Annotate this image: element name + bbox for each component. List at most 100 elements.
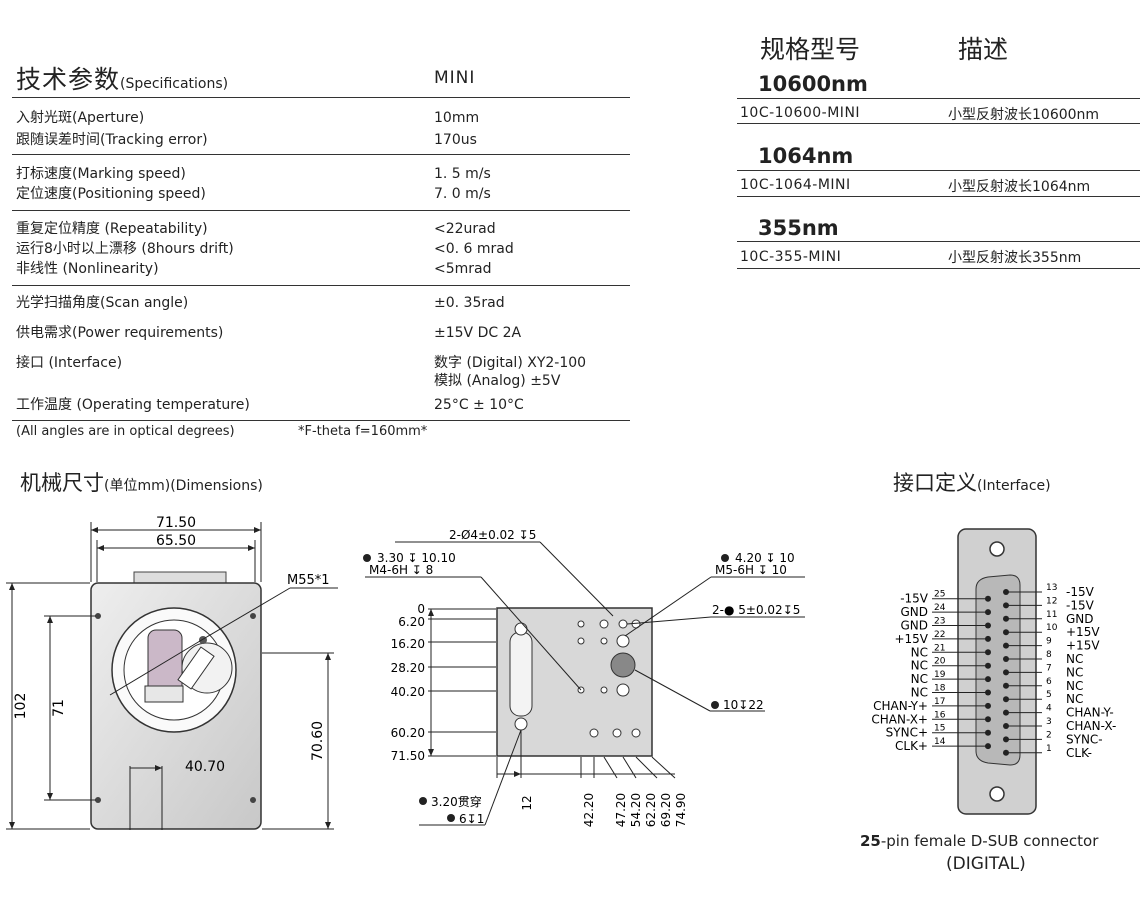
pin-4 — [1003, 709, 1009, 716]
x-tick: 42.20 — [582, 793, 596, 827]
x-tick: 74.90 — [674, 793, 688, 827]
callout-bore: 10↧22 — [723, 698, 764, 712]
pin-number: 20 — [934, 657, 946, 667]
divider — [737, 123, 1140, 124]
divider — [12, 210, 630, 211]
callout-drill-a: 3.30 ↧ 10.10 — [377, 551, 456, 565]
screw-holes — [95, 613, 256, 803]
divider — [12, 97, 630, 98]
drill-symbol-icon — [711, 701, 719, 709]
pin-14 — [985, 743, 991, 750]
model-header: 规格型号 — [760, 35, 861, 64]
drill-symbol-icon — [363, 554, 371, 562]
spec-value: 7. 0 m/s — [434, 186, 491, 202]
dim-center-height: 70.60 — [310, 721, 326, 761]
pin-number: 9 — [1046, 637, 1052, 647]
wavelength-1064: 1064nm — [758, 144, 854, 168]
pin-number: 18 — [934, 684, 946, 694]
mirror-base — [144, 685, 184, 703]
pin-11 — [1003, 615, 1009, 622]
dimensions-title: 机械尺寸(单位mm)(Dimensions) — [20, 467, 263, 497]
pin-number: 25 — [934, 590, 945, 600]
callout-text: 2-Ø4±0.02 — [449, 528, 515, 542]
pin-number: 2 — [1046, 730, 1052, 740]
spec-value: 数字 (Digital) XY2-100 — [434, 355, 587, 371]
spec-value: 1. 5 m/s — [434, 166, 491, 182]
pin-3 — [1003, 723, 1009, 729]
description-header: 描述 — [958, 35, 1009, 64]
pin-number: 1 — [1046, 744, 1052, 754]
model-description: 小型反射波长10600nm — [948, 107, 1100, 123]
spec-label: 运行8小时以上漂移 (8hours drift) — [16, 241, 234, 257]
pin-number: 15 — [934, 724, 945, 734]
pin-number: 17 — [934, 697, 945, 707]
interface-title: 接口定义(Interface) — [893, 467, 1051, 497]
spec-label: 接口 (Interface) — [16, 355, 123, 371]
pin-number: 3 — [1046, 717, 1052, 727]
pin-signal: CLK+ — [895, 739, 928, 753]
pin-signal: NC — [911, 659, 928, 673]
spec-value: ±0. 35rad — [434, 295, 505, 311]
callout-depth: 10 — [772, 563, 787, 577]
model-column-header: MINI — [434, 68, 476, 88]
side-holes — [514, 619, 641, 738]
pin-17 — [985, 702, 991, 709]
spec-value: <22urad — [434, 221, 496, 237]
specs-title: 技术参数(Specifications) — [16, 60, 228, 96]
spec-value: 10mm — [434, 110, 480, 126]
divider — [12, 420, 630, 421]
callout-text: 2- — [712, 603, 724, 617]
pin-19 — [985, 676, 991, 683]
y-tick: 6.20 — [398, 615, 425, 629]
pin-number: 12 — [1046, 596, 1057, 606]
spec-label: 重复定位精度 (Repeatability) — [16, 221, 208, 237]
pin-number: 16 — [934, 710, 946, 720]
interface-title-en: (Interface) — [977, 478, 1051, 494]
callout-depth: 5 — [529, 528, 537, 542]
callout-text: 6 — [459, 812, 467, 826]
spec-label: 光学扫描角度(Scan angle) — [16, 295, 189, 311]
drill-symbol-icon — [721, 554, 729, 562]
pin-signal: CHAN-Y+ — [873, 699, 928, 713]
callout-text: 5±0.02 — [738, 603, 782, 617]
pin-number: 23 — [934, 617, 945, 627]
pin-signal: CLK- — [1066, 746, 1092, 760]
callout-drill-b: 4.20 ↧ 10 — [735, 551, 795, 565]
spec-label: 打标速度(Marking speed) — [16, 166, 186, 182]
drill-symbol-icon — [447, 814, 455, 822]
x-tick: 62.20 — [644, 793, 658, 827]
pin-signal: -15V — [900, 592, 929, 606]
callout-depth: 8 — [426, 563, 434, 577]
callout-through-hole: 3.20贯穿 — [431, 794, 482, 809]
spec-label: 非线性 (Nonlinearity) — [16, 261, 159, 277]
x-tick: 12 — [520, 795, 534, 810]
callout-depth: 10.10 — [421, 551, 455, 565]
pin-2 — [1003, 736, 1009, 743]
y-tick: 71.50 — [391, 749, 425, 763]
callout-text: M4-6H — [369, 563, 408, 577]
pin-number: 19 — [934, 670, 946, 680]
caption-text: -pin female D-SUB connector — [880, 832, 1099, 850]
model-description: 小型反射波长355nm — [948, 250, 1082, 266]
connector-caption: 25-pin female D-SUB connector — [860, 832, 1098, 850]
mount-hole — [989, 786, 1005, 802]
dim-width-inner: 65.50 — [156, 533, 196, 549]
callout-text: M5-6H — [715, 563, 754, 577]
model-description: 小型反射波长1064nm — [948, 179, 1091, 195]
pin-signal: SYNC+ — [886, 726, 928, 740]
specs-title-cn: 技术参数 — [16, 65, 121, 94]
pin-21 — [985, 649, 991, 656]
divider — [737, 196, 1140, 197]
pin-10 — [1003, 629, 1009, 636]
divider — [737, 268, 1140, 269]
callout-depth: 1 — [477, 812, 485, 826]
spec-label: 供电需求(Power requirements) — [16, 325, 224, 341]
pin-13 — [1003, 589, 1009, 595]
pin-number: 22 — [934, 630, 945, 640]
pin-24 — [985, 609, 991, 616]
pin-15 — [985, 729, 991, 736]
connector-caption-sub: (DIGITAL) — [946, 854, 1026, 874]
divider — [737, 241, 1140, 242]
